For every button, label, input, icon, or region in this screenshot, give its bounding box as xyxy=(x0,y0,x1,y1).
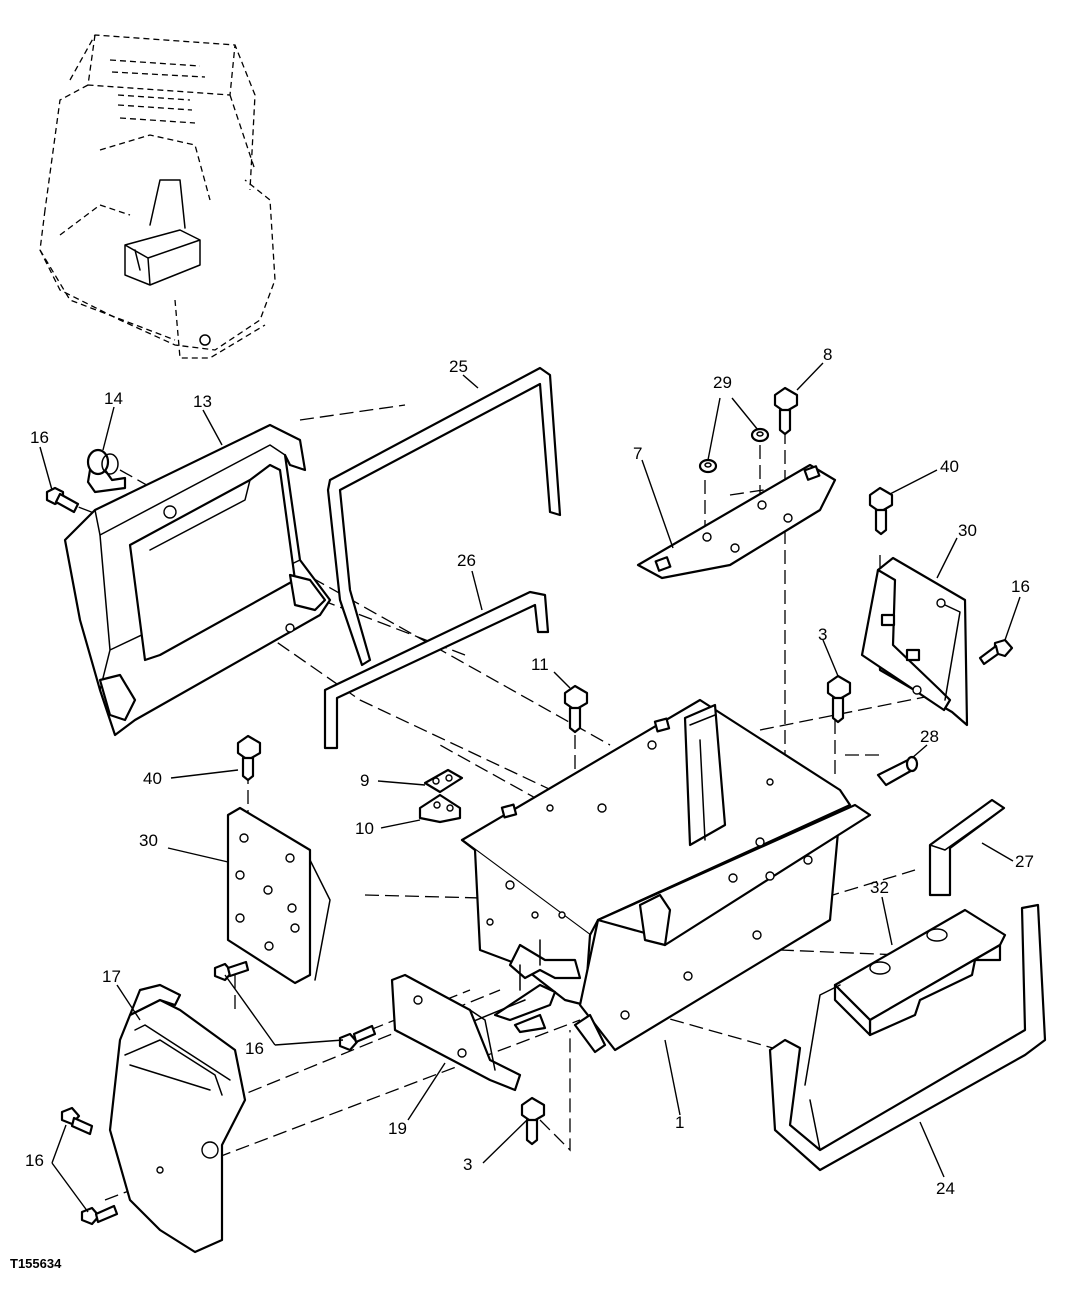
callout-17: 17 xyxy=(102,967,121,986)
callout-24: 24 xyxy=(936,1179,955,1198)
callout-11: 11 xyxy=(531,655,549,674)
callout-30-upper: 30 xyxy=(958,521,977,540)
part-14-rubber-bumper xyxy=(86,448,127,494)
part-17-side-cover xyxy=(108,983,247,1254)
part-9-bracket xyxy=(423,768,464,794)
part-27-seal xyxy=(928,798,1006,897)
callout-1: 1 xyxy=(675,1113,684,1132)
part-29-nut-left xyxy=(698,458,718,474)
callout-14: 14 xyxy=(104,389,123,408)
part-11-bolt xyxy=(563,684,589,734)
callout-16-upper-left: 16 xyxy=(30,428,49,447)
callout-labels: 25 8 29 14 13 16 7 40 30 16 26 11 3 28 4… xyxy=(10,345,1034,1271)
part-26-seal-strip xyxy=(323,590,550,750)
callout-10: 10 xyxy=(355,819,374,838)
callout-19: 19 xyxy=(388,1119,407,1138)
part-13-rear-cover xyxy=(63,423,332,737)
bolt-16-bottom-lower xyxy=(80,1204,119,1226)
callout-27: 27 xyxy=(1015,852,1034,871)
callout-3-upper: 3 xyxy=(818,625,827,644)
bolt-16-lower xyxy=(338,1024,377,1052)
callout-3-lower: 3 xyxy=(463,1155,472,1174)
part-3-bolt-lower xyxy=(520,1096,546,1146)
part-7-mounting-plate xyxy=(636,463,837,580)
bolt-16-upper-left xyxy=(45,486,80,514)
part-30-bracket-lower xyxy=(226,806,331,985)
callout-40-lower: 40 xyxy=(143,769,162,788)
part-32-block xyxy=(833,908,1007,1037)
callout-16-middle: 16 xyxy=(245,1039,264,1058)
callout-28: 28 xyxy=(920,727,939,746)
callout-25: 25 xyxy=(449,357,468,376)
callout-26: 26 xyxy=(457,551,476,570)
part-28-spacer xyxy=(876,755,919,787)
part-40-bolt-upper xyxy=(868,486,894,536)
callout-29: 29 xyxy=(713,373,732,392)
figure-id: T155634 xyxy=(10,1256,62,1271)
callout-40-upper: 40 xyxy=(940,457,959,476)
part-19-bracket xyxy=(390,973,522,1092)
part-29-nut-right xyxy=(750,427,770,443)
part-1-main-support-frame xyxy=(439,698,872,1054)
callout-9: 9 xyxy=(360,771,369,790)
callout-13: 13 xyxy=(193,392,212,411)
callout-8: 8 xyxy=(823,345,832,364)
part-40-bolt-lower xyxy=(236,734,262,782)
callout-30-lower: 30 xyxy=(139,831,158,850)
bolt-16-right xyxy=(978,638,1014,666)
callout-32: 32 xyxy=(870,878,889,897)
callout-16-right: 16 xyxy=(1011,577,1030,596)
part-10-bracket xyxy=(418,793,462,824)
bolt-16-middle xyxy=(213,960,250,982)
part-8-bolt xyxy=(773,386,799,436)
callout-7: 7 xyxy=(633,444,642,463)
part-24-seal-frame xyxy=(768,903,1047,1172)
callout-16-bottom: 16 xyxy=(25,1151,44,1170)
callout-leaders xyxy=(39,362,1021,1213)
part-30-bracket-upper xyxy=(860,556,969,727)
machine-locator-illustration xyxy=(39,34,276,359)
part-25-seal-strip xyxy=(326,366,562,667)
bolt-16-bottom-upper xyxy=(60,1106,94,1136)
